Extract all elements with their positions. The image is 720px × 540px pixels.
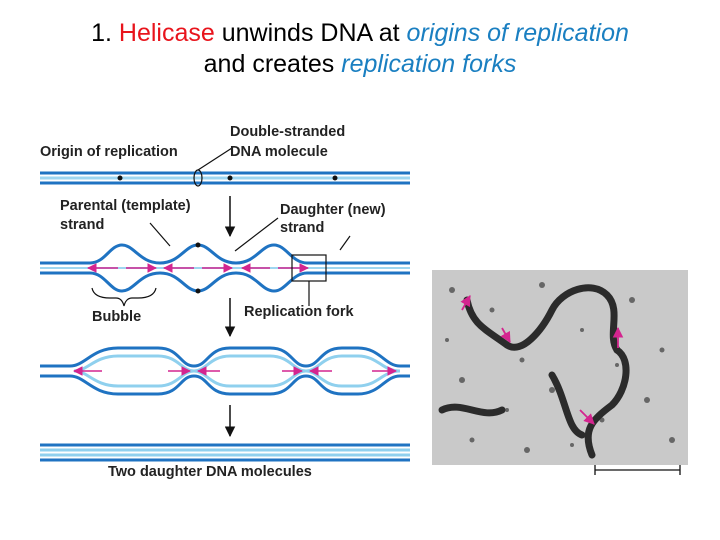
daughter-label-2: strand [280, 220, 324, 236]
electron-micrograph [432, 270, 688, 475]
daughter-pointer-2 [339, 235, 351, 251]
origin-pointer [197, 147, 233, 171]
dna-row-3 [40, 346, 410, 396]
scale-bar [594, 465, 681, 475]
origin-label: Origin of replication [40, 144, 178, 160]
title-line-1: 1. Helicase unwinds DNA at origins of re… [0, 18, 720, 49]
fork-label: Replication fork [244, 304, 355, 320]
ds-label-1: Double-stranded [230, 124, 345, 140]
title-line-2: and creates replication forks [0, 49, 720, 80]
title-text-1: unwinds DNA at [214, 19, 407, 47]
daughter-label-1: Daughter (new) [280, 202, 386, 218]
dna-row-1 [40, 169, 410, 187]
bubble-label: Bubble [92, 309, 141, 325]
title-text-2: and creates [203, 50, 342, 78]
replication-diagram: Origin of replication Double-stranded DN… [40, 124, 410, 480]
parental-label-1: Parental (template) [60, 198, 191, 214]
two-daughter-label: Two daughter DNA molecules [108, 464, 312, 480]
daughter-pointer [234, 217, 279, 252]
title-origins: origins of replication [406, 19, 629, 47]
slide-title: 1. Helicase unwinds DNA at origins of re… [0, 18, 720, 80]
parental-label-2: strand [60, 217, 104, 233]
title-number: 1. [91, 19, 119, 47]
dna-row-4 [40, 443, 410, 462]
title-forks: replication forks [341, 50, 517, 78]
parental-pointer [149, 222, 171, 247]
title-helicase: Helicase [118, 19, 215, 47]
ds-label-2: DNA molecule [230, 144, 328, 160]
bubble-brace [91, 287, 157, 307]
